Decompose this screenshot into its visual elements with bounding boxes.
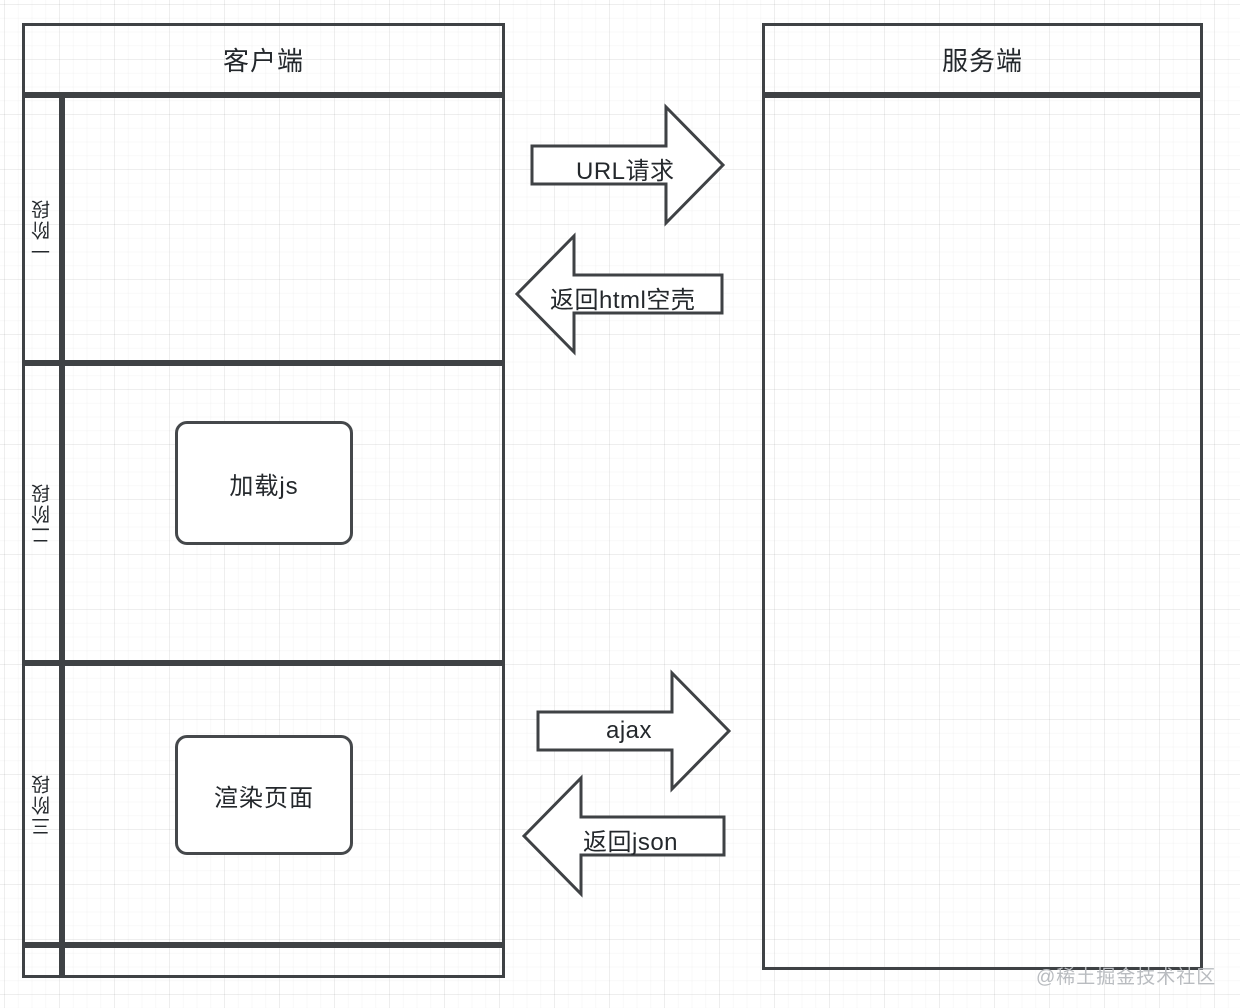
stage-label-2: 二阶段 bbox=[31, 481, 53, 545]
message-ajax-label: ajax bbox=[606, 717, 653, 744]
node-load-js-label: 加载js bbox=[229, 472, 299, 500]
arrow-left-shape bbox=[521, 774, 726, 898]
stage-cell-1: 一阶段 bbox=[22, 95, 62, 363]
stage-label-1: 一阶段 bbox=[31, 197, 53, 261]
arrow-left-shape bbox=[514, 232, 724, 356]
client-body-stage-3 bbox=[62, 663, 505, 945]
message-ajax[interactable]: ajax bbox=[536, 669, 732, 793]
stage-label-3: 三阶段 bbox=[31, 772, 53, 836]
client-body-stage-1 bbox=[62, 95, 505, 363]
stage-cell-3: 三阶段 bbox=[22, 663, 62, 945]
client-body-stage-4 bbox=[62, 945, 505, 978]
watermark: @稀土掘金技术社区 bbox=[1036, 967, 1217, 988]
node-render-page-label: 渲染页面 bbox=[214, 784, 314, 812]
stage-cell-4 bbox=[22, 945, 62, 978]
arrow-right-shape bbox=[530, 103, 726, 227]
client-body-stage-2 bbox=[62, 363, 505, 663]
message-url-request[interactable]: URL请求 bbox=[530, 103, 726, 227]
client-title: 客户端 bbox=[222, 45, 304, 76]
server-title: 服务端 bbox=[941, 45, 1023, 76]
arrow-right-shape bbox=[536, 669, 732, 793]
node-render-page[interactable]: 渲染页面 bbox=[175, 735, 353, 855]
server-header: 服务端 bbox=[762, 23, 1203, 95]
message-return-html[interactable]: 返回html空壳 bbox=[514, 232, 724, 356]
node-load-js[interactable]: 加载js bbox=[175, 421, 353, 545]
message-url-request-label: URL请求 bbox=[576, 158, 675, 185]
client-header: 客户端 bbox=[22, 23, 505, 95]
message-return-json-label: 返回json bbox=[583, 829, 679, 856]
server-body bbox=[762, 95, 1203, 970]
stage-cell-2: 二阶段 bbox=[22, 363, 62, 663]
message-return-json[interactable]: 返回json bbox=[521, 774, 726, 898]
message-return-html-label: 返回html空壳 bbox=[550, 287, 696, 314]
